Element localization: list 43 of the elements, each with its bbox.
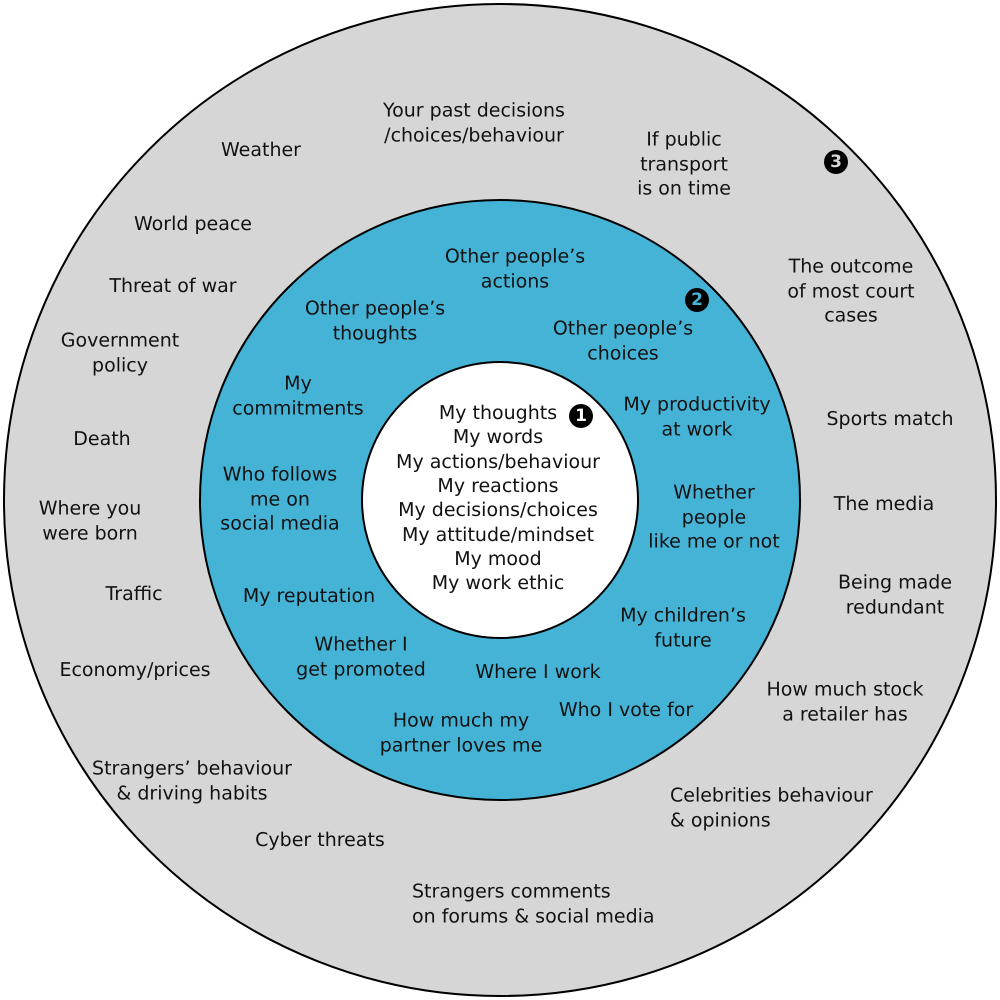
item-label: The media [834,492,934,516]
item-label: Weather [221,138,301,162]
item-label: My mood [454,546,542,572]
item-label: Economy/prices [59,658,211,682]
item-label: How much my partner loves me [380,708,542,758]
item-label: Whether people like me or not [648,480,780,554]
item-label: My words [452,425,544,450]
item-label: My productivity at work [623,392,771,442]
item-label: My commitments [232,372,364,420]
item-label: Strangers comments on forums & social media [412,880,655,928]
item-label: Strangers’ behaviour & driving habits [92,756,292,806]
item-label: Celebrities behaviour & opinions [670,784,873,832]
item-label: Sports match [826,406,954,432]
item-label: Where you were born [38,496,142,546]
item-label: Government policy [60,328,180,378]
item-label: World peace [134,212,252,236]
item-label: My actions/behaviour [396,449,600,474]
item-label: The outcome of most court cases [787,254,915,328]
item-label: My reputation [242,584,376,608]
item-label: My reactions [437,474,559,498]
item-label: Threat of war [109,274,237,298]
item-label: My work ethic [432,570,564,596]
number-marker: 2 [685,288,709,312]
item-label: How much stock a retailer has [766,678,924,726]
item-label: Other people’s actions [444,244,586,294]
item-label: Your past decisions /choices/behaviour [383,98,565,148]
item-label: Who follows me on social media [220,462,340,536]
item-label: My thoughts [438,400,558,426]
item-label: Who I vote for [558,698,694,722]
item-label: My attitude/mindset [402,522,594,547]
item-label: Being made redundant [838,570,952,620]
item-label: Cyber threats [255,828,385,852]
item-label: My children’s future [620,604,746,652]
item-label: Traffic [105,582,163,606]
number-marker: 1 [569,404,593,428]
item-label: Whether I get promoted [296,632,426,682]
number-marker: 3 [824,150,848,174]
item-label: Other people’s choices [552,316,694,366]
item-label: Other people’s thoughts [304,296,446,346]
item-label: Death [73,426,131,452]
item-label: If public transport is on time [637,127,731,201]
item-label: My decisions/choices [398,498,598,522]
item-label: Where I work [475,660,601,684]
